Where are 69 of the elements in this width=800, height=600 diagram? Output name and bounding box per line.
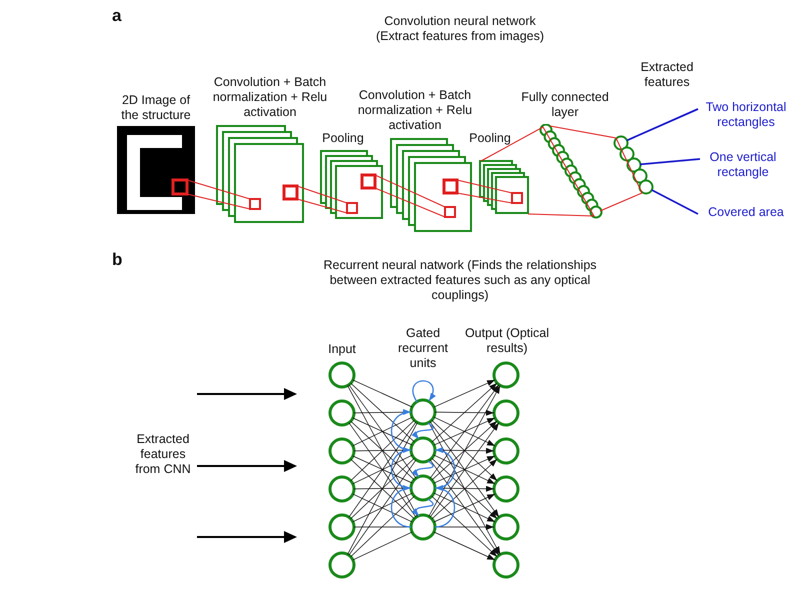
connection-line	[348, 459, 416, 556]
connection-line	[186, 180, 250, 210]
neuron-circle	[492, 437, 520, 465]
arrow	[434, 410, 494, 416]
input-caption: Extracted features from CNN	[134, 432, 192, 477]
connection-line	[480, 126, 595, 217]
connection-line	[347, 385, 418, 517]
layer-label: Fully connected layer	[520, 90, 610, 120]
loop-arrow	[390, 486, 412, 528]
column-heading: Gated recurrent units	[396, 326, 450, 371]
feature-label: One vertical rectangle	[702, 150, 784, 180]
connection-line	[350, 496, 415, 558]
neuron-circle	[328, 475, 356, 503]
connection-line	[374, 174, 446, 218]
loop-arrow	[434, 448, 456, 489]
connection-line	[352, 380, 412, 408]
connection-line	[352, 532, 412, 560]
connection-line	[347, 422, 418, 555]
arrow	[431, 496, 498, 558]
connection-line	[348, 384, 416, 479]
column-heading: Output (Optical results)	[464, 326, 550, 356]
feature-label: Two horizontal rectangles	[700, 100, 792, 130]
layer-label: Convolution + Batch normalization + Relu activation	[212, 75, 328, 120]
neuron-circle	[492, 361, 520, 389]
loop-arrow	[390, 410, 412, 451]
loop-arrow	[412, 422, 434, 440]
arrow	[428, 385, 501, 517]
column-heading: Input	[327, 342, 357, 357]
layer-label: Pooling	[468, 131, 512, 146]
neuron-circle	[409, 398, 437, 426]
layer-label: 2D Image of the structure	[120, 93, 192, 123]
neuron-circle	[492, 399, 520, 427]
panel-label: a	[112, 6, 122, 25]
loop-arrow	[390, 448, 412, 489]
section-title: Convolution neural network (Extract features from images)	[374, 14, 546, 44]
section-title: Recurrent neural natwork (Finds the relationships between extracted features such as any optical couplings)	[322, 258, 598, 303]
layer-label: Convolution + Batch normalization + Relu activation	[356, 88, 474, 133]
arrow	[430, 459, 500, 556]
loop-arrow	[412, 380, 436, 402]
neuron-circle	[492, 513, 520, 541]
panel-label: b	[112, 250, 124, 269]
neuron-circle	[492, 475, 520, 503]
arrow	[430, 384, 500, 479]
loop-arrow	[434, 486, 456, 528]
neuron-circle	[409, 436, 437, 464]
neuron-circle	[328, 399, 356, 427]
layer-label: Pooling	[321, 131, 365, 146]
leader-line	[651, 189, 698, 215]
arrow	[434, 532, 496, 560]
neuron-circle	[492, 551, 520, 579]
arrow	[434, 380, 496, 408]
connection-line	[350, 382, 415, 442]
neuron-circle	[328, 551, 356, 579]
neuron-circle	[328, 361, 356, 389]
connection-line	[550, 126, 643, 212]
loop-arrow	[412, 460, 434, 478]
neuron-circle	[409, 474, 437, 502]
neuron-circle	[638, 179, 654, 195]
connection-line	[456, 180, 512, 204]
arrow	[432, 382, 498, 442]
neuron-circle	[328, 513, 356, 541]
feature-label: Covered area	[700, 205, 792, 220]
leader-line	[640, 158, 700, 166]
layer-label: Extracted features	[640, 60, 694, 90]
neuron-circle	[328, 437, 356, 465]
loop-arrow	[412, 498, 434, 516]
connection-line	[296, 186, 348, 214]
leader-line	[626, 108, 698, 142]
neuron-circle	[409, 513, 437, 541]
